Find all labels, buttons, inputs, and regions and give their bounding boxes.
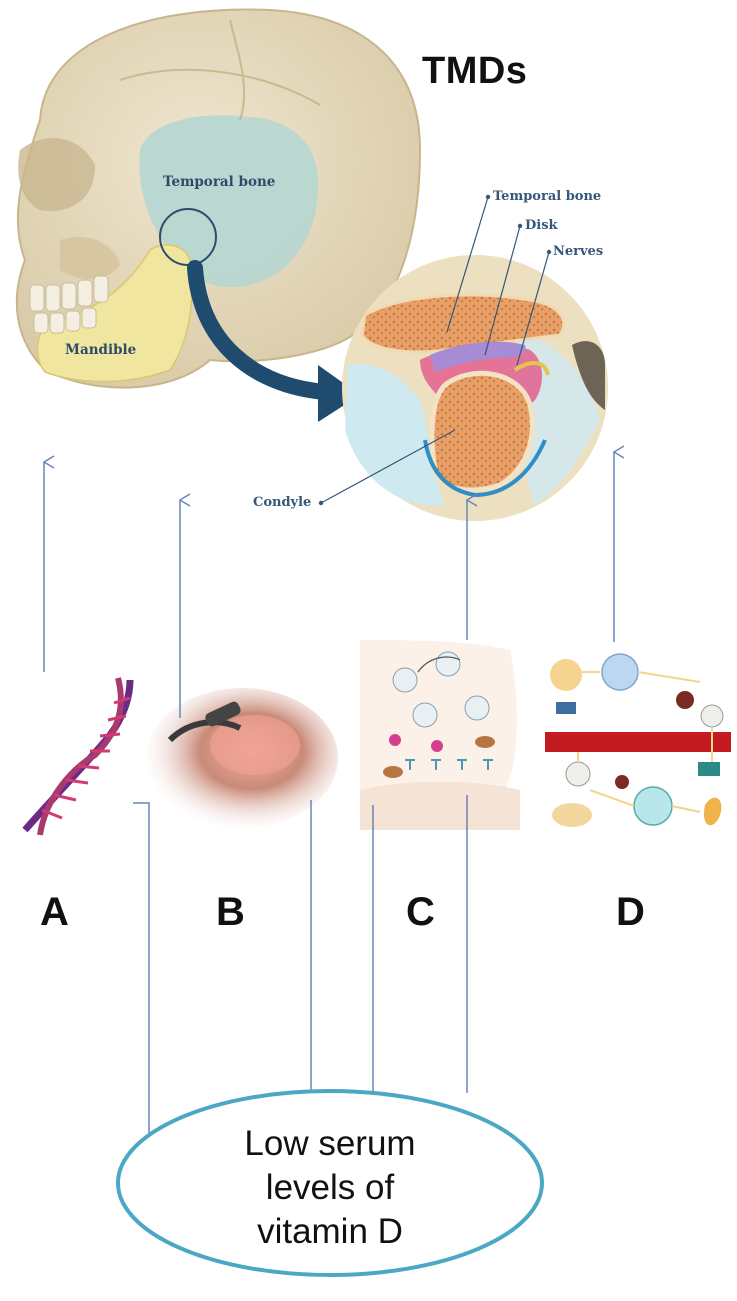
vitamin-d-oval [116,1089,544,1277]
panel-letter-a: A [40,890,69,934]
temporal-bone-label: Temporal bone [163,174,276,190]
disk-label: Disk [525,218,558,233]
diagram-title: TMDs [422,50,528,92]
nerves-label: Nerves [553,244,604,259]
causal-arrows [44,452,614,1135]
panel-letter-b: B [216,890,245,934]
jaw-injection-photo [146,688,338,828]
panel-letter-c: C [406,890,435,934]
cause-line-1: Low serum [244,1124,416,1163]
temporal-region [139,115,319,288]
dna-helix-image [22,677,134,836]
zoom-arrow [187,260,333,400]
panel-letter-d: D [616,890,645,934]
synapse-diagram [360,640,520,830]
mandible-label: Mandible [65,342,137,358]
vitamin-d-metabolism-diagram [545,653,731,827]
condyle-label: Condyle [253,495,312,510]
line-oval-to-a [133,802,150,1135]
vitamin-d-cause-text: Low serum levels of vitamin D [195,1122,465,1254]
inset-temporal-bone-label: Temporal bone [493,189,602,204]
cause-line-2: levels of [265,1168,395,1207]
cause-line-3: vitamin D [257,1212,403,1251]
skull-illustration [15,8,422,422]
tmj-inset [318,194,608,521]
